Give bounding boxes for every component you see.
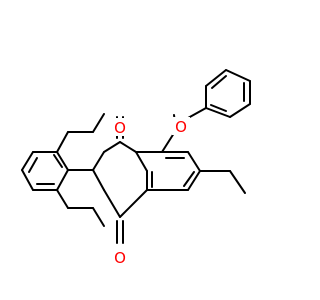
atom-labels: O O O	[111, 117, 190, 267]
atom-oxygen-top: O	[114, 119, 126, 137]
bond	[56, 151, 69, 171]
bond	[21, 151, 34, 171]
bond	[187, 107, 207, 119]
bond	[210, 104, 227, 112]
atom-oxygen-bottom: O	[114, 249, 126, 267]
bond	[135, 151, 148, 172]
bond	[119, 189, 148, 218]
bond	[187, 170, 201, 191]
bond	[56, 131, 69, 153]
bond	[21, 169, 34, 191]
bond	[229, 103, 251, 118]
bond	[92, 169, 105, 191]
bond	[205, 107, 231, 118]
bond	[103, 189, 121, 218]
bond	[92, 113, 105, 133]
bond	[56, 189, 69, 209]
bonds	[21, 69, 251, 244]
bond	[119, 141, 137, 153]
structure-drawing: O O O	[21, 69, 251, 267]
atom-label-background	[172, 117, 190, 135]
bond	[205, 69, 227, 87]
bond	[187, 151, 201, 172]
bond	[56, 169, 69, 191]
bond	[53, 154, 63, 168]
bond	[183, 171, 195, 187]
bond	[103, 141, 121, 153]
bond	[28, 157, 38, 173]
atom-label-background	[111, 118, 129, 136]
bond	[92, 207, 105, 227]
atom-label-background	[111, 248, 129, 266]
bond	[211, 75, 227, 89]
bond	[225, 69, 251, 82]
bond	[92, 151, 105, 171]
atom-oxygen-ether: O	[175, 118, 187, 136]
molecule-diagram: O O O	[21, 69, 251, 267]
bond	[229, 170, 246, 194]
